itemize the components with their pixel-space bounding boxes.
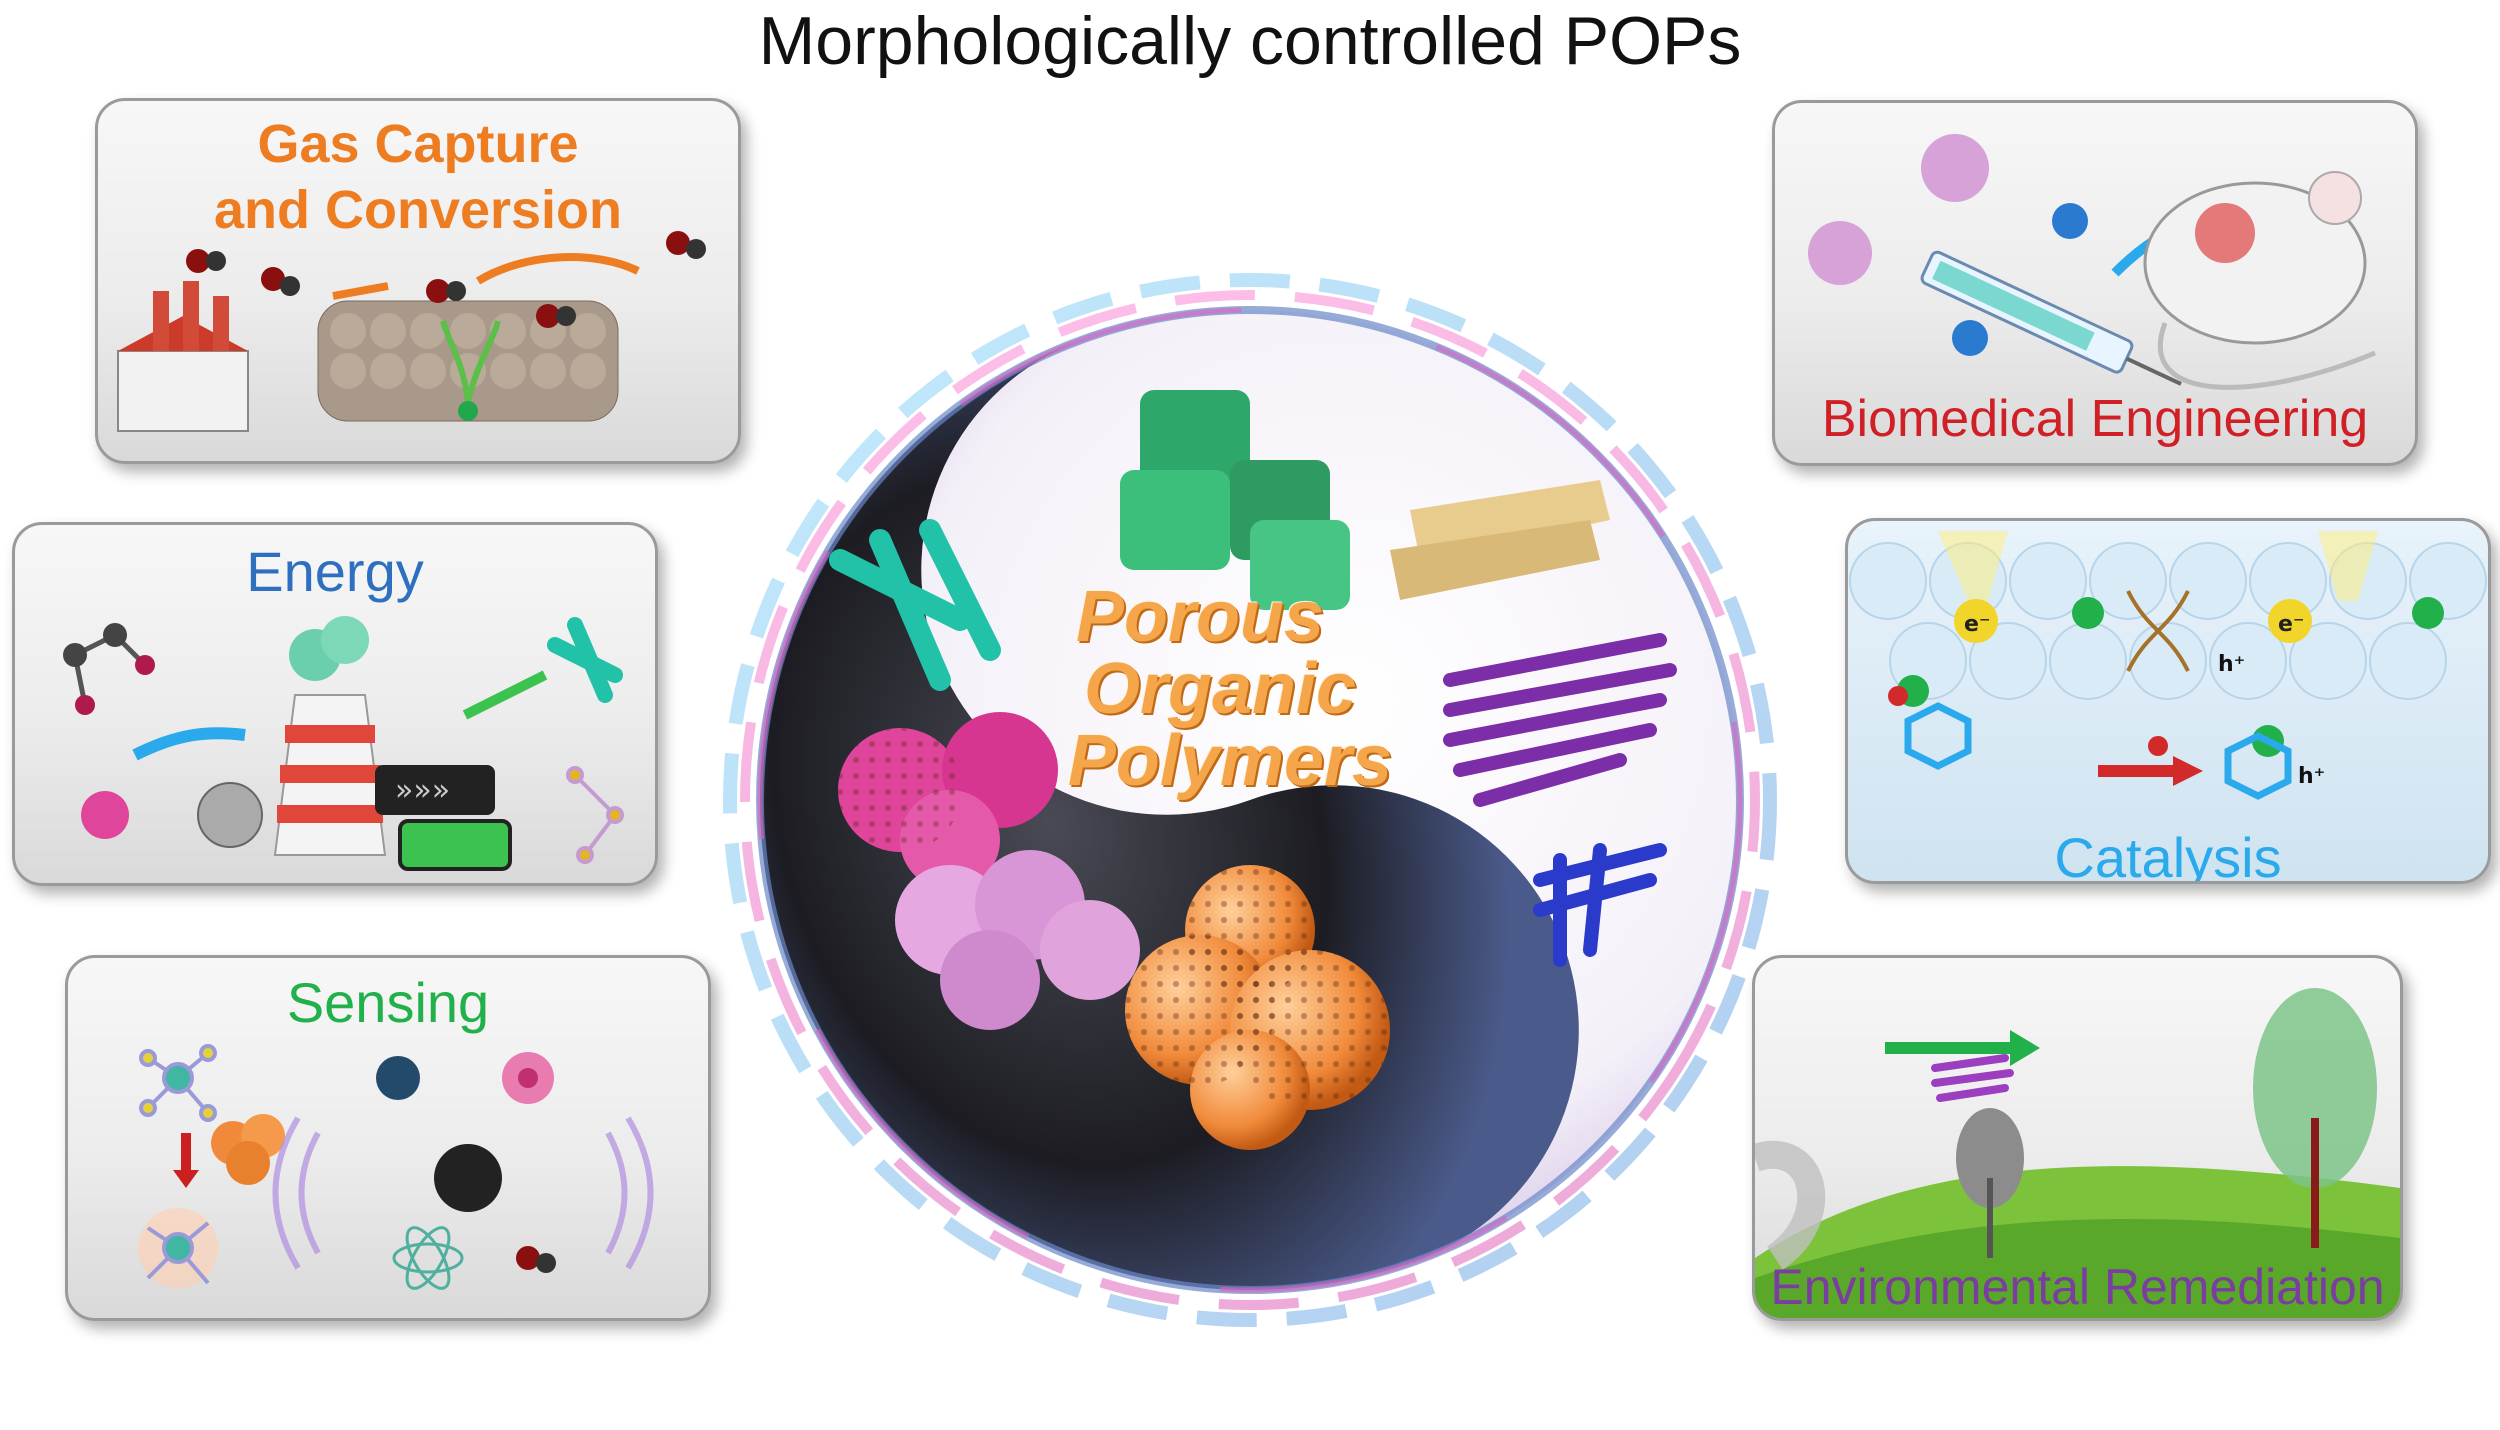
virus-icon xyxy=(376,1056,420,1100)
arrow-icon xyxy=(462,670,548,720)
electron-label-left: e⁻ xyxy=(1964,612,1991,637)
catalysis-panel: e⁻ e⁻ h⁺ h⁺ Catalysis xyxy=(1845,518,2491,884)
sensing-title: Sensing xyxy=(286,971,490,1034)
energy-panel: Energy »»» xyxy=(12,522,658,886)
sensing-illustration xyxy=(138,1044,654,1290)
glowing-probe-icon xyxy=(138,1208,218,1288)
light-beam-icon xyxy=(2318,531,2378,601)
purple-fiber-morphology xyxy=(1443,633,1677,807)
environmental-illustration xyxy=(1755,988,2400,1318)
svg-text:»»»: »»» xyxy=(395,773,450,808)
signal-wave-icon xyxy=(272,1116,654,1270)
yellow-sheet-morphology xyxy=(1390,480,1610,600)
co2-molecule-icon xyxy=(516,1246,556,1273)
battery-icon xyxy=(398,819,512,871)
gas-title-line2: and Conversion xyxy=(213,180,623,240)
hole-label-bottom: h⁺ xyxy=(2298,764,2325,789)
orange-sphere-icon xyxy=(211,1114,285,1185)
arrow-icon xyxy=(132,727,246,761)
environmental-title: Environmental Remediation xyxy=(1770,1259,2385,1315)
gas-title-line1: Gas Capture xyxy=(257,114,579,174)
nanoparticle-icon xyxy=(1952,320,1988,356)
biomedical-panel: Biomedical Engineering xyxy=(1772,100,2418,466)
dark-particle-icon xyxy=(434,1144,502,1212)
network-icon xyxy=(566,766,624,864)
figure-title: Morphologically controlled POPs xyxy=(758,3,1742,79)
probe-molecule-icon xyxy=(139,1044,217,1122)
arrow-icon xyxy=(475,253,640,285)
green-tree-icon xyxy=(2253,988,2377,1248)
catalysis-illustration: e⁻ e⁻ h⁺ h⁺ xyxy=(1849,531,2487,800)
co2-molecule-icon xyxy=(186,231,706,328)
electron-icon xyxy=(1954,599,1998,643)
biomedical-title: Biomedical Engineering xyxy=(1821,390,2369,448)
pink-flower-morphology xyxy=(895,850,1140,1030)
biomedical-illustration xyxy=(1808,134,2376,390)
product-molecule-icon xyxy=(2224,732,2292,800)
dna-icon xyxy=(2126,590,2190,672)
energy-illustration: »»» xyxy=(63,616,624,871)
catalyst-site-icon xyxy=(2412,597,2444,629)
arrow-icon xyxy=(332,282,389,300)
electron-icon xyxy=(2268,599,2312,643)
green-cube-morphology xyxy=(1120,390,1350,610)
sprout-icon xyxy=(440,320,471,402)
nanoparticle-icon xyxy=(2052,203,2088,239)
gas-capture-panel: Gas Capture and Conversion xyxy=(95,98,741,464)
energy-title: Energy xyxy=(246,540,424,603)
catalyst-site-icon xyxy=(2072,597,2104,629)
water-splash-icon xyxy=(1755,1141,1826,1270)
teal-tube-icon xyxy=(547,617,623,703)
light-beam-icon xyxy=(1938,531,2008,601)
mouse-icon xyxy=(2143,171,2376,390)
cooling-tower-icon xyxy=(273,616,387,856)
sphere-array xyxy=(1849,542,2487,700)
molecule-icon xyxy=(63,623,155,715)
tank-icon xyxy=(197,782,263,848)
pink-flower-icon xyxy=(1921,134,1989,202)
blue-coil-morphology xyxy=(1533,843,1667,967)
purple-fiber-icon xyxy=(1931,1054,2014,1102)
pink-sphere-icon xyxy=(81,791,129,839)
syringe-icon xyxy=(1920,250,2182,386)
electron-label-right: e⁻ xyxy=(2278,612,2305,637)
catalysis-title: Catalysis xyxy=(2054,826,2282,884)
pop-label-line1: Porous xyxy=(1075,577,1325,657)
pink-hollow-sphere-morphology xyxy=(838,712,1058,890)
capacitor-icon xyxy=(375,765,495,815)
hole-label-top: h⁺ xyxy=(2218,652,2245,677)
environmental-panel: Environmental Remediation xyxy=(1752,955,2403,1321)
atom-icon xyxy=(392,1226,464,1290)
pop-label-line2: Organic xyxy=(1083,649,1357,729)
pop-label-line3: Polymers xyxy=(1067,721,1393,801)
reactant-molecule-icon xyxy=(1904,702,1972,770)
gas-capture-title: Gas Capture and Conversion xyxy=(98,111,738,243)
factory-icon xyxy=(117,350,249,432)
teal-tube-morphology xyxy=(829,519,1001,691)
grey-tree-icon xyxy=(1956,1108,2024,1258)
sensing-panel: Sensing xyxy=(65,955,711,1321)
gas-capture-illustration xyxy=(117,231,706,432)
pink-flower-icon xyxy=(1808,221,1872,285)
orange-porous-sphere-morphology xyxy=(1125,865,1390,1150)
